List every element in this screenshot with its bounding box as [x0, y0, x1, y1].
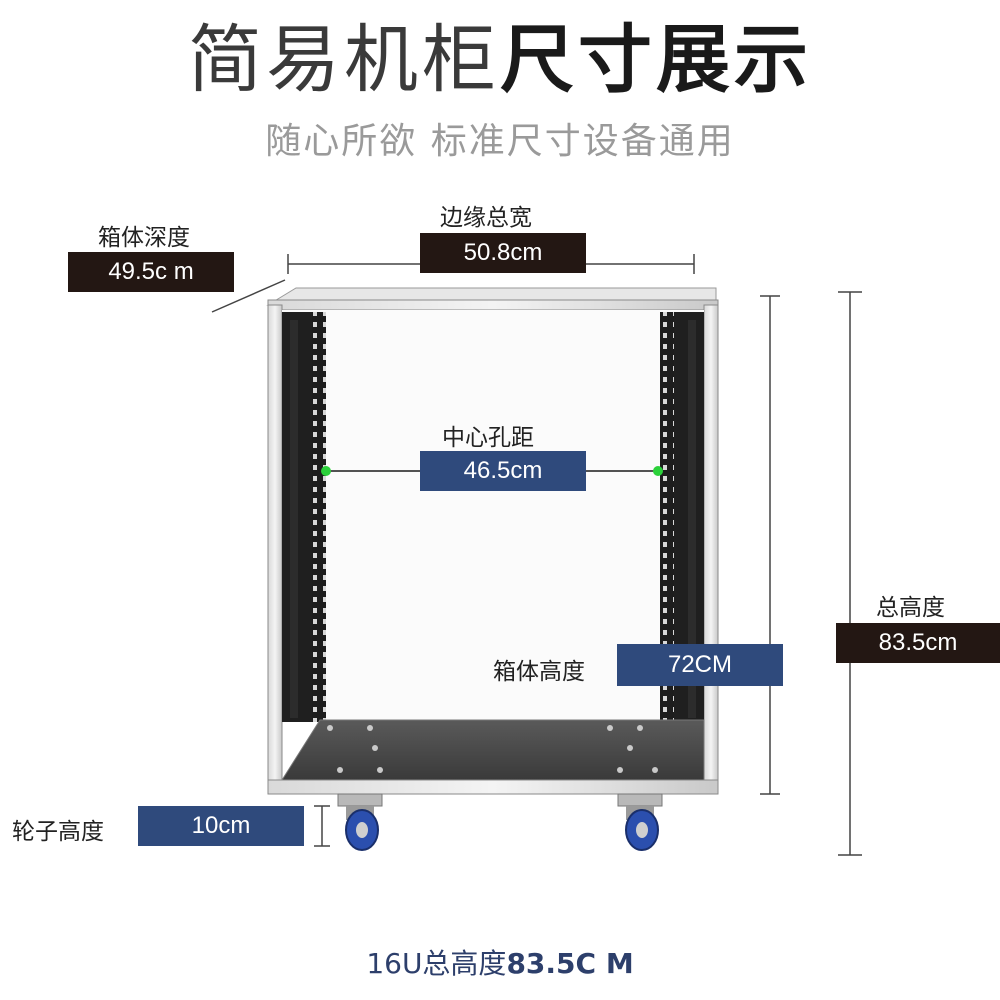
depth-label: 箱体深度	[98, 225, 190, 251]
cabinet-frame	[266, 287, 719, 795]
width-label: 边缘总宽	[440, 205, 532, 231]
depth-value-box: 49.5c m	[68, 252, 234, 292]
wheel-height-line	[314, 805, 330, 847]
box-height-label: 箱体高度	[493, 659, 585, 685]
depth-value: 49.5c m	[108, 258, 194, 285]
width-value: 50.8cm	[463, 239, 543, 266]
box-height-value: 72CM	[667, 651, 733, 678]
hole-spacing-value: 46.5cm	[463, 457, 543, 484]
hole-spacing-value-box: 46.5cm	[420, 451, 586, 491]
total-height-line	[838, 291, 862, 856]
box-height-line	[760, 295, 780, 795]
wheel-height-label: 轮子高度	[12, 819, 104, 845]
hole-spacing-label: 中心孔距	[442, 425, 534, 451]
page-subtitle: 随心所欲 标准尺寸设备通用	[265, 121, 735, 162]
depth-dimension-line	[211, 279, 286, 313]
right-wheel	[617, 793, 663, 851]
left-wheel	[337, 793, 383, 851]
wheel-height-value: 10cm	[191, 812, 251, 839]
total-height-value: 83.5cm	[878, 629, 958, 656]
width-value-box: 50.8cm	[420, 233, 586, 273]
title-part-1: 简易机柜	[188, 17, 500, 103]
hole-spacing-line	[321, 466, 663, 476]
box-height-value-box: 72CM	[617, 644, 783, 686]
footer-prefix: 16U总高度	[366, 947, 507, 980]
footer-caption: 16U总高度83.5C M	[0, 942, 1000, 982]
footer-value: 83.5C M	[506, 947, 634, 980]
title-part-2: 尺寸展示	[500, 17, 812, 103]
total-height-value-box: 83.5cm	[836, 623, 1000, 663]
total-height-label: 总高度	[876, 595, 945, 621]
page-title: 简易机柜尺寸展示	[0, 18, 1000, 102]
wheel-height-value-box: 10cm	[138, 806, 304, 846]
